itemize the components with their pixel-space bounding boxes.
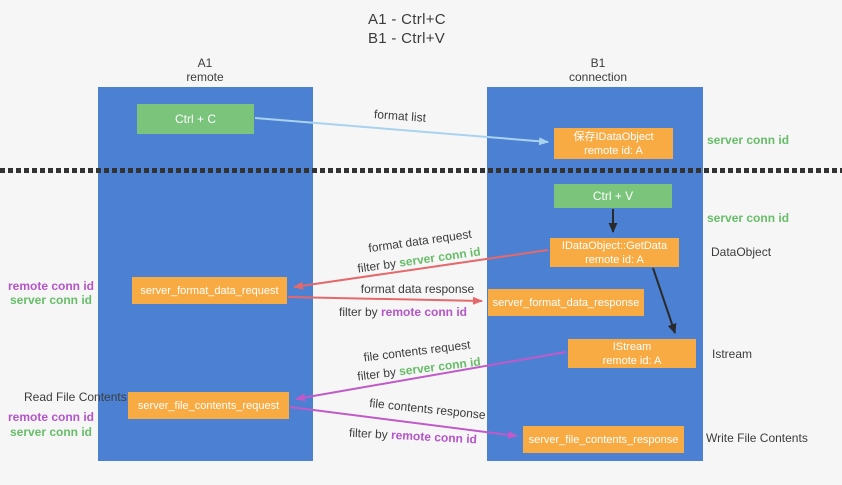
left-server-conn-id-2: server conn id — [9, 425, 92, 439]
istream-line2: remote id: A — [602, 354, 662, 367]
node-server-file-contents-response: server_file_contents_response — [523, 426, 684, 453]
right-server-conn-id-1: server conn id — [707, 133, 790, 147]
getdata-line2: remote id: A — [585, 253, 644, 266]
node-ctrl-v: Ctrl + V — [554, 184, 672, 208]
format-list-arrow — [254, 117, 549, 146]
node-idataobject-getdata: IDataObject::GetData remote id: A — [550, 238, 679, 267]
node-istream: IStream remote id: A — [568, 339, 696, 368]
filter-by-text: filter by — [338, 305, 381, 319]
ctrlc-ctrlv-separator — [0, 168, 842, 173]
file-contents-response-arrow — [289, 406, 518, 439]
title-line-2: B1 - Ctrl+V — [368, 30, 446, 47]
left-remote-conn-id-1: remote conn id — [8, 279, 95, 293]
format-data-request-arrow — [293, 249, 549, 290]
save-idataobject-line2: remote id: A — [584, 144, 643, 157]
file-response-label: server_file_contents_response — [528, 433, 679, 446]
left-server-conn-id-1: server conn id — [9, 293, 92, 307]
node-server-file-contents-request: server_file_contents_request — [128, 392, 289, 419]
file-request-label: server_file_contents_request — [137, 399, 280, 412]
lane-a1-role: remote — [186, 70, 224, 84]
ctrl-c-label: Ctrl + C — [174, 112, 216, 126]
lane-a1-name: A1 — [197, 56, 213, 70]
file-contents-request-arrow — [295, 351, 567, 402]
getdata-to-istream-arrow — [652, 267, 677, 334]
left-read-file-contents-label: Read File Contents — [24, 390, 127, 404]
right-istream-label: Istream — [712, 347, 753, 361]
lane-b1-role: connection — [568, 70, 628, 84]
title-line-1: A1 - Ctrl+C — [368, 11, 446, 28]
ctrl-v-label: Ctrl + V — [592, 189, 634, 203]
format-request-label: server_format_data_request — [140, 284, 279, 297]
right-dataobject-label: DataObject — [711, 245, 772, 259]
lane-b1-name: B1 — [590, 56, 606, 70]
node-save-idataobject: 保存IDataObject remote id: A — [554, 128, 673, 159]
diagram-title: A1 - Ctrl+C B1 - Ctrl+V — [368, 10, 446, 48]
right-server-conn-id-2: server conn id — [707, 211, 790, 225]
save-idataobject-line1: 保存IDataObject — [573, 130, 654, 143]
lane-header-a1: A1 remote — [155, 56, 255, 84]
lane-header-b1: B1 connection — [548, 56, 648, 84]
istream-line1: IStream — [612, 340, 652, 353]
getdata-line1: IDataObject::GetData — [561, 239, 668, 252]
format-data-response-arrow — [287, 296, 483, 305]
node-server-format-data-response: server_format_data_response — [488, 289, 644, 316]
left-remote-conn-id-2: remote conn id — [8, 410, 95, 424]
format-response-label: server_format_data_response — [492, 296, 640, 309]
remote-conn-id-text: remote conn id — [381, 305, 468, 319]
node-server-format-data-request: server_format_data_request — [132, 277, 287, 304]
filter-by-text: filter by — [348, 425, 392, 442]
right-write-file-contents-label: Write File Contents — [706, 431, 808, 445]
format-data-response-label: format data response — [360, 282, 475, 296]
node-ctrl-c: Ctrl + C — [137, 104, 254, 134]
filter-by-remote-conn-id-label-1: filter by remote conn id — [338, 305, 468, 319]
